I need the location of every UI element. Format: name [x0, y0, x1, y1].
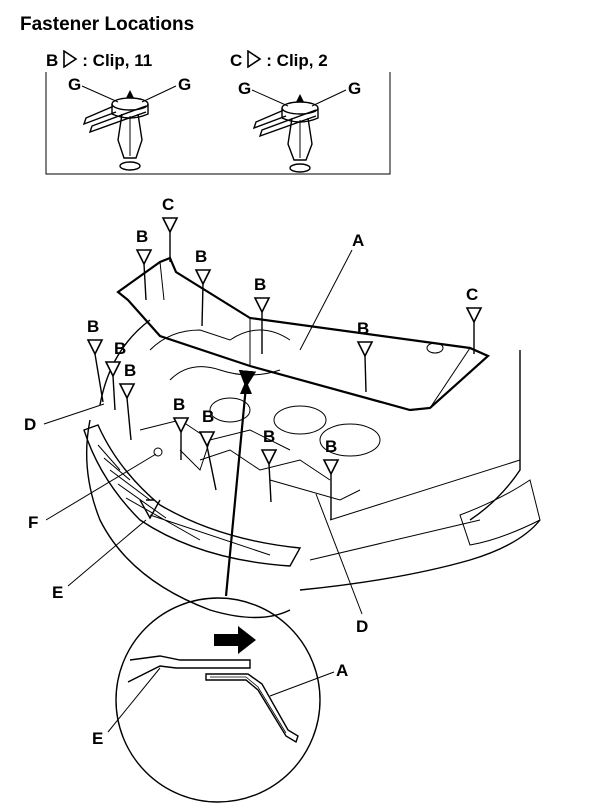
label-d: D [356, 617, 368, 636]
fastener-triangle-icon [260, 449, 278, 466]
page-title: Fastener Locations [20, 14, 195, 35]
leader-f [45, 453, 157, 521]
fastener-triangle-icon [322, 459, 340, 476]
clip-with-pliers-icon [82, 90, 149, 171]
label-g: G [68, 75, 81, 94]
label-a: A [336, 661, 348, 680]
legend-letter-b: B [46, 51, 59, 70]
vehicle-front-outline [83, 319, 541, 619]
legend-letter-c: C [230, 51, 243, 70]
label-a: A [352, 231, 364, 250]
leader-e [67, 519, 147, 587]
label-c: C [466, 285, 478, 304]
clip-with-pliers-icon [252, 94, 319, 173]
fastener-triangle-icon [465, 307, 483, 324]
fastener-triangle-icon [198, 431, 216, 448]
leader-d [43, 403, 105, 425]
label-e: E [52, 583, 63, 602]
fastener-markers [86, 217, 483, 520]
label-b: B [357, 319, 369, 338]
fastener-triangle-icon [63, 50, 78, 68]
fastener-triangle-icon [104, 361, 122, 378]
detail-pointer-head [240, 380, 252, 394]
fastener-triangle-icon [118, 383, 136, 400]
label-g: G [238, 79, 251, 98]
detail-circle [115, 597, 321, 803]
fastener-triangle-icon [172, 417, 190, 434]
fastener-triangle-icon [194, 269, 212, 286]
label-b: B [136, 227, 148, 246]
fastener-triangle-icon [247, 50, 262, 68]
cover-panel-edges [159, 261, 471, 409]
label-b: B [254, 275, 266, 294]
label-c: C [162, 195, 174, 214]
label-g: G [348, 79, 361, 98]
fastener-triangle-icon [356, 341, 374, 358]
leader-g4 [311, 89, 347, 107]
label-b: B [114, 339, 126, 358]
leader-g1 [81, 85, 119, 103]
label-b: B [325, 437, 337, 456]
legend-text-b: : Clip, 11 [82, 51, 153, 70]
direction-arrow-icon [214, 626, 256, 654]
leader-a-detail [269, 671, 335, 697]
cover-panel [116, 256, 490, 412]
detail-pointer [224, 369, 257, 597]
label-b: B [195, 247, 207, 266]
label-f: F [28, 513, 38, 532]
label-g: G [178, 75, 191, 94]
fastener-triangle-icon [253, 297, 271, 314]
legend-clip-b: B : Clip, 11 [46, 50, 152, 71]
fastener-triangle-icon [161, 217, 179, 234]
label-b: B [124, 361, 136, 380]
leader-g2 [141, 85, 177, 103]
leader-e-detail [107, 667, 161, 733]
clip-point [153, 447, 163, 457]
label-b: B [87, 317, 99, 336]
fastener-triangle-icon [135, 249, 153, 266]
leader-g3 [251, 89, 289, 107]
leader-a [299, 249, 353, 351]
fastener-inset-frame [45, 72, 391, 175]
label-b: B [202, 407, 214, 426]
label-e: E [92, 729, 103, 748]
legend-text-c: : Clip, 2 [266, 51, 328, 70]
label-d: D [24, 415, 36, 434]
detail-section [127, 655, 299, 744]
fastener-triangle-icon [86, 339, 104, 356]
label-b: B [173, 395, 185, 414]
legend-clip-c: C : Clip, 2 [230, 50, 328, 71]
leader-d [315, 493, 363, 615]
label-b: B [263, 427, 275, 446]
